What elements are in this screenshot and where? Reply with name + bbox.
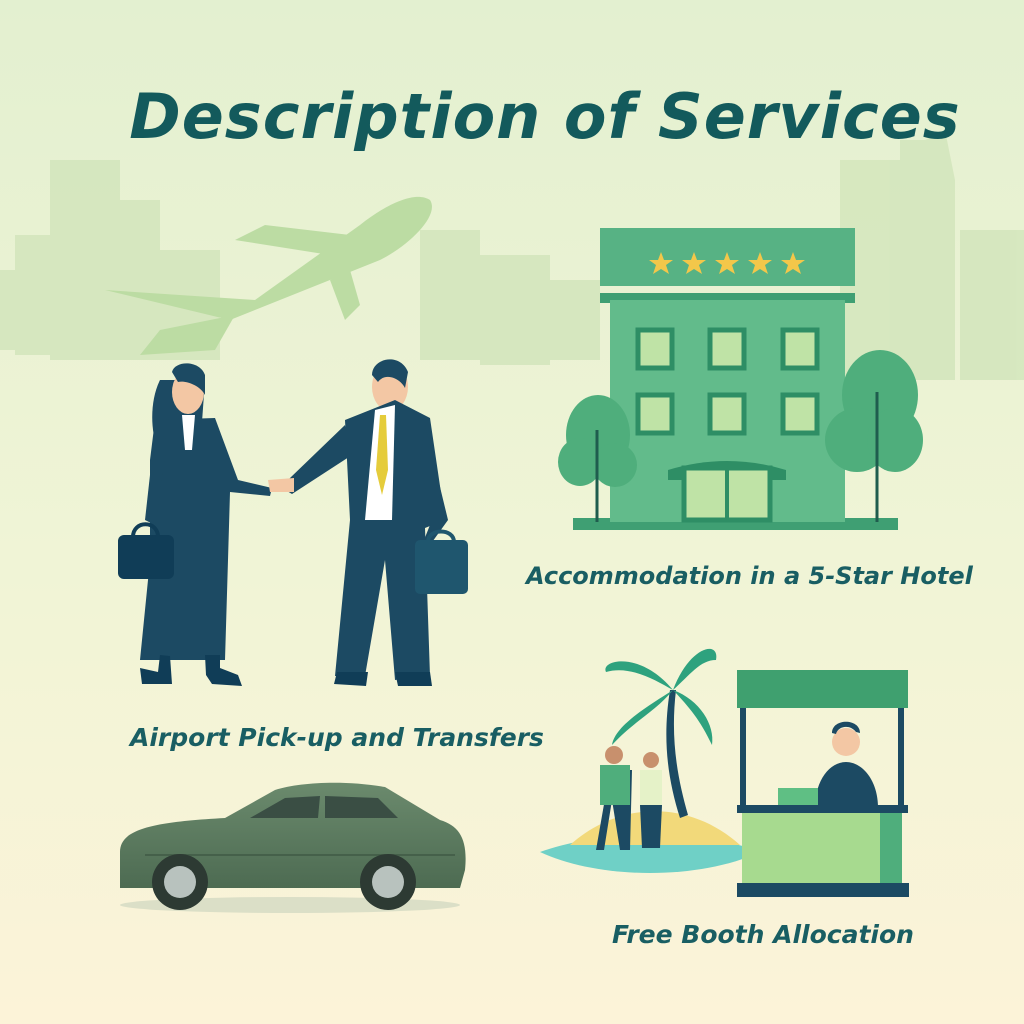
handshake-icon (268, 478, 294, 492)
car-icon (120, 782, 466, 913)
five-star-rating (649, 252, 805, 274)
booth-service-caption: Free Booth Allocation (612, 920, 914, 949)
businessman-figure (268, 359, 468, 686)
businesswoman-figure (118, 363, 272, 686)
tree-icon (825, 350, 923, 522)
airplane-icon (105, 196, 432, 355)
page-title: Description of Services (129, 80, 961, 153)
briefcase-icon (415, 540, 468, 594)
tree-icon (558, 395, 637, 522)
skyline-icon (0, 130, 1024, 380)
booth-icon (737, 670, 909, 897)
briefcase-icon (118, 535, 174, 579)
hotel-service-caption: Accommodation in a 5-Star Hotel (526, 562, 973, 590)
hotel-icon (573, 228, 898, 530)
palm-tree-icon (540, 648, 760, 873)
airport-service-caption: Airport Pick-up and Transfers (130, 723, 544, 752)
